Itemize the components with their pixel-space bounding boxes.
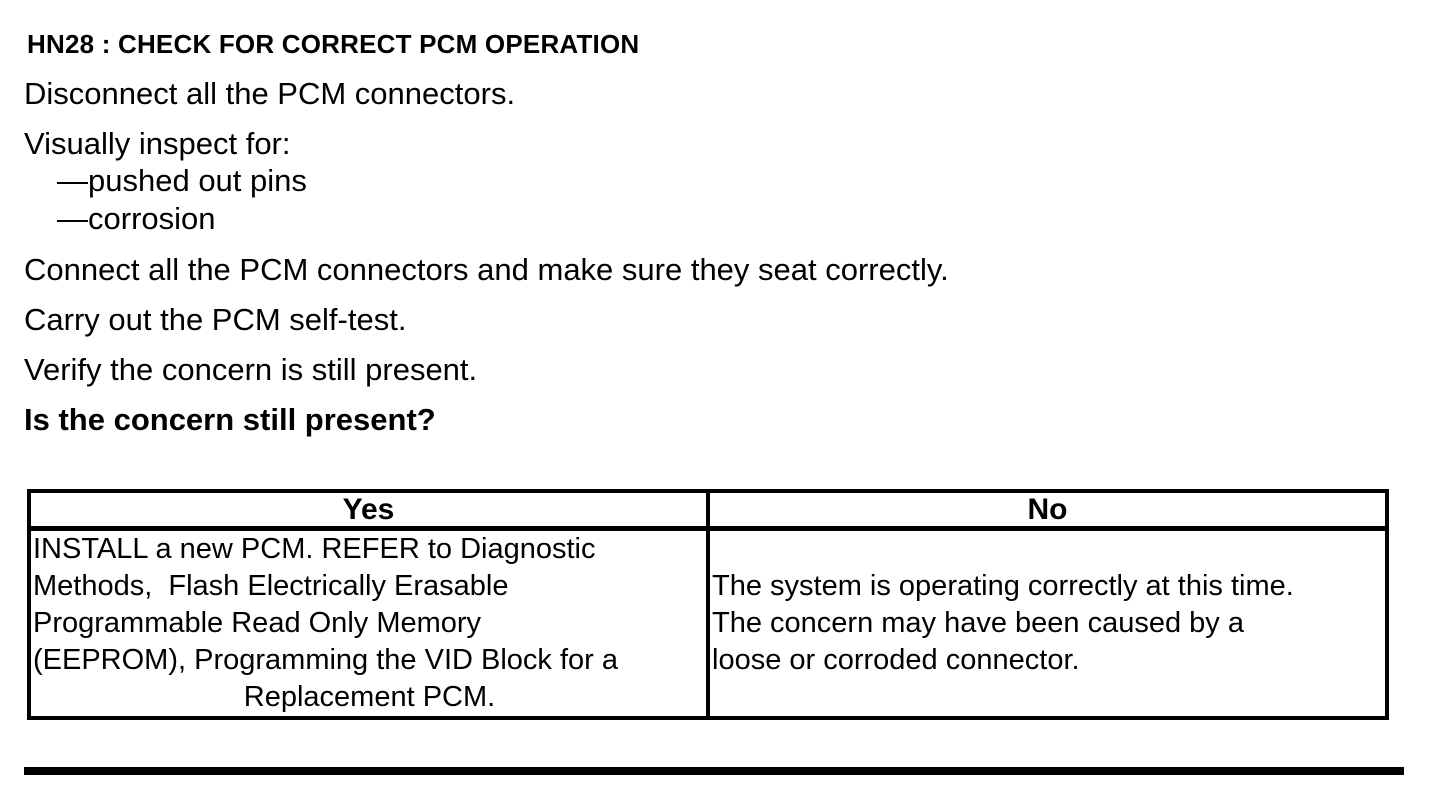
inspect-item-corrosion: —corrosion <box>57 201 216 236</box>
step-disconnect: Disconnect all the PCM connectors. <box>24 76 516 111</box>
page-divider-rule <box>24 767 1404 775</box>
procedure-title: HN28 : CHECK FOR CORRECT PCM OPERATION <box>27 29 640 59</box>
yes-action-line: Programmable Read Only Memory <box>33 607 482 639</box>
yes-action-line: Methods, Flash Electrically Erasable <box>33 570 509 602</box>
step-verify: Verify the concern is still present. <box>24 352 478 387</box>
step-self-test: Carry out the PCM self-test. <box>24 302 407 337</box>
no-action-cell: The system is operating correctly at thi… <box>706 526 1389 720</box>
yes-action-cell: INSTALL a new PCM. REFER to Diagnostic M… <box>27 526 710 720</box>
no-column-header: No <box>706 489 1389 531</box>
decision-question: Is the concern still present? <box>24 402 436 437</box>
step-inspect: Visually inspect for: <box>24 126 291 161</box>
yes-action-line: (EEPROM), Programming the VID Block for … <box>33 644 618 676</box>
no-action-line: loose or corroded connector. <box>712 644 1080 676</box>
step-connect: Connect all the PCM connectors and make … <box>24 252 949 287</box>
decision-table-header-row: Yes No <box>27 489 1389 531</box>
yes-action-line: Replacement PCM. <box>243 681 496 713</box>
decision-table-body-row: INSTALL a new PCM. REFER to Diagnostic M… <box>27 526 1389 720</box>
inspect-item-pushed-out-pins: —pushed out pins <box>57 163 307 198</box>
yes-column-header: Yes <box>27 489 710 531</box>
no-action-line: The concern may have been caused by a <box>712 607 1244 639</box>
yes-action-line: INSTALL a new PCM. REFER to Diagnostic <box>33 533 596 565</box>
no-action-line: The system is operating correctly at thi… <box>712 570 1294 602</box>
decision-table: Yes No INSTALL a new PCM. REFER to Diagn… <box>27 489 1389 720</box>
